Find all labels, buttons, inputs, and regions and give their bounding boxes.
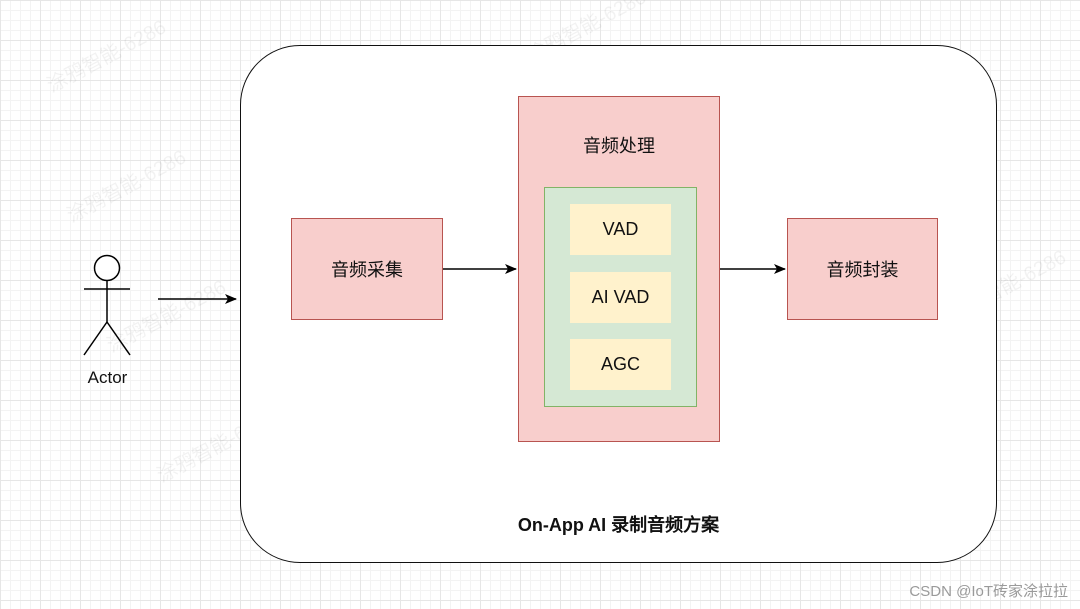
capture-label: 音频采集 xyxy=(331,260,403,280)
csdn-watermark: CSDN @IoT砖家涂拉拉 xyxy=(909,583,1068,600)
capture-box: 音频采集 xyxy=(291,218,443,320)
agc-module: AGC xyxy=(570,339,671,390)
ai-vad-module: AI VAD xyxy=(570,272,671,323)
tiled-watermark: 涂鸦智能-6286 xyxy=(103,276,230,358)
tiled-watermark: 涂鸦智能-6286 xyxy=(43,16,170,98)
processing-title: 音频处理 xyxy=(583,136,655,156)
vad-module-label: VAD xyxy=(602,219,639,239)
packaging-box: 音频封装 xyxy=(787,218,938,320)
actor-icon xyxy=(83,254,131,356)
agc-module-label: AGC xyxy=(600,354,640,374)
actor-label: Actor xyxy=(87,368,128,387)
tiled-watermark: 涂鸦智能-6286 xyxy=(63,146,190,228)
ai-vad-module-label: AI VAD xyxy=(591,287,650,307)
packaging-label: 音频封装 xyxy=(826,260,899,280)
vad-module: VAD xyxy=(570,204,671,255)
container-label: On-App AI 录制音频方案 xyxy=(517,515,720,535)
